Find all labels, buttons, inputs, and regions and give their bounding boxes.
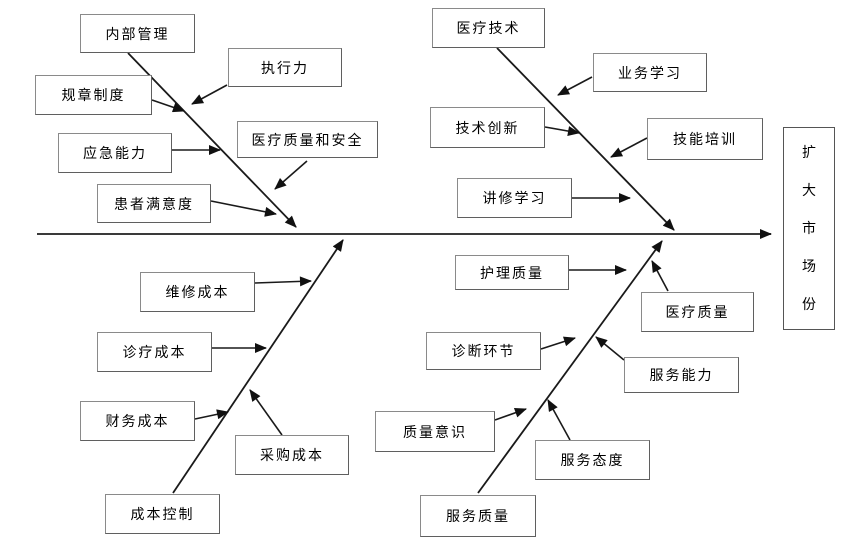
cause-box-medical-quality[interactable]: 医疗质量	[641, 292, 754, 332]
cause-box-patient-satisfaction[interactable]: 患者满意度	[97, 184, 211, 223]
arrow-skill-training	[610, 137, 648, 158]
cause-box-internal-management[interactable]: 内部管理	[80, 14, 195, 53]
arrow-service-attitude	[547, 399, 571, 441]
goal-label: 扩大市场份	[802, 144, 816, 313]
cause-box-execution[interactable]: 执行力	[228, 48, 342, 87]
cause-box-tech-innovation[interactable]: 技术创新	[430, 107, 545, 148]
cause-box-financial-cost[interactable]: 财务成本	[80, 401, 195, 441]
arrow-medical-quality	[651, 260, 669, 292]
cause-box-service-quality[interactable]: 服务质量	[420, 495, 536, 537]
arrow-rules-regulations	[151, 99, 185, 113]
branch-line-upper-left	[127, 52, 297, 228]
cause-box-nursing-quality[interactable]: 护理质量	[455, 255, 569, 290]
branch-line-upper-right	[496, 47, 675, 231]
goal-box[interactable]: 扩大市场份	[783, 127, 835, 330]
arrow-procurement-cost	[249, 389, 283, 436]
arrow-service-capability	[595, 336, 625, 361]
branch-line-lower-right	[477, 240, 663, 494]
arrow-business-learning	[557, 76, 593, 96]
arrow-quality-awareness	[494, 407, 527, 421]
cause-box-medical-technology[interactable]: 医疗技术	[432, 8, 545, 48]
arrow-patient-satisfaction	[210, 200, 277, 217]
cause-box-business-learning[interactable]: 业务学习	[593, 53, 707, 92]
arrow-diagnosis-process	[540, 336, 576, 350]
cause-box-quality-awareness[interactable]: 质量意识	[375, 411, 495, 452]
arrow-financial-cost	[194, 409, 229, 420]
cause-box-rules-regulations[interactable]: 规章制度	[35, 75, 152, 115]
arrow-maintenance-cost	[254, 276, 312, 287]
cause-box-diagnosis-process[interactable]: 诊断环节	[426, 332, 541, 370]
cause-box-maintenance-cost[interactable]: 维修成本	[140, 272, 255, 312]
cause-box-emergency-capability[interactable]: 应急能力	[58, 133, 172, 173]
cause-box-cost-control[interactable]: 成本控制	[105, 494, 220, 534]
branch-line-lower-left	[172, 239, 344, 494]
cause-box-further-study[interactable]: 讲修学习	[457, 178, 572, 218]
cause-box-service-attitude[interactable]: 服务态度	[535, 440, 650, 480]
cause-box-medical-quality-safety[interactable]: 医疗质量和安全	[237, 121, 378, 158]
cause-box-skill-training[interactable]: 技能培训	[647, 118, 763, 160]
cause-box-procurement-cost[interactable]: 采购成本	[235, 435, 349, 475]
cause-box-service-capability[interactable]: 服务能力	[624, 357, 739, 393]
cause-box-treatment-cost[interactable]: 诊疗成本	[97, 332, 212, 372]
arrow-execution	[191, 84, 228, 105]
arrow-medical-quality-safety	[274, 160, 308, 190]
arrow-tech-innovation	[544, 126, 580, 137]
